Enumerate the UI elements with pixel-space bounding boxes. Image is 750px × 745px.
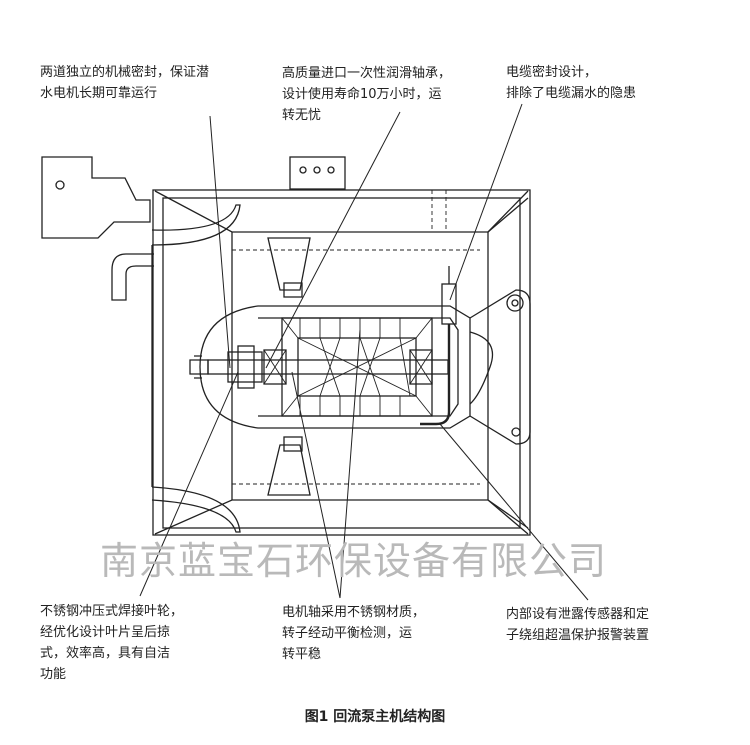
leader-bottom-left: [139, 371, 239, 597]
rotor: [297, 337, 417, 397]
leader-top-left: [209, 115, 231, 369]
power-cable: [420, 324, 451, 426]
leader-bottom-center: [291, 329, 361, 599]
guide-hook: [111, 253, 154, 301]
company-watermark: 南京蓝宝石环保设备有限公司: [100, 539, 608, 583]
leader-top-right: [449, 103, 523, 301]
left-mounting-bracket: [41, 156, 151, 239]
figure-caption: 图1 回流泵主机结构图: [304, 709, 446, 725]
label-cable-seal: 电缆密封设计， 排除了电缆漏水的隐患: [506, 65, 637, 101]
outer-frame: [152, 189, 531, 536]
inlet-bell: [151, 204, 241, 246]
label-bearing: 高质量进口一次性润滑轴承， 设计使用寿命10万小时，运 转无忧: [282, 66, 452, 123]
top-mounting-bracket: [289, 156, 346, 190]
label-motor-shaft: 电机轴采用不锈钢材质， 转子经动平衡检测，运 转平稳: [282, 605, 426, 662]
inner-frame: [162, 197, 521, 529]
label-mechanical-seal: 两道独立的机械密封，保证潜 水电机长期可靠运行: [40, 65, 210, 101]
leader-top-center: [265, 111, 401, 369]
leader-bottom-right: [439, 423, 589, 601]
motor-housing: [199, 305, 471, 429]
rear-bearing: [409, 349, 433, 385]
lifting-lug: [469, 289, 531, 445]
label-leak-sensor: 内部设有泄露传感器和定 子绕组超温保护报警装置: [506, 607, 650, 643]
label-impeller: 不锈钢冲压式焊接叶轮， 经优化设计叶片呈后掠 式，效率高，具有自洁 功能: [40, 604, 184, 682]
